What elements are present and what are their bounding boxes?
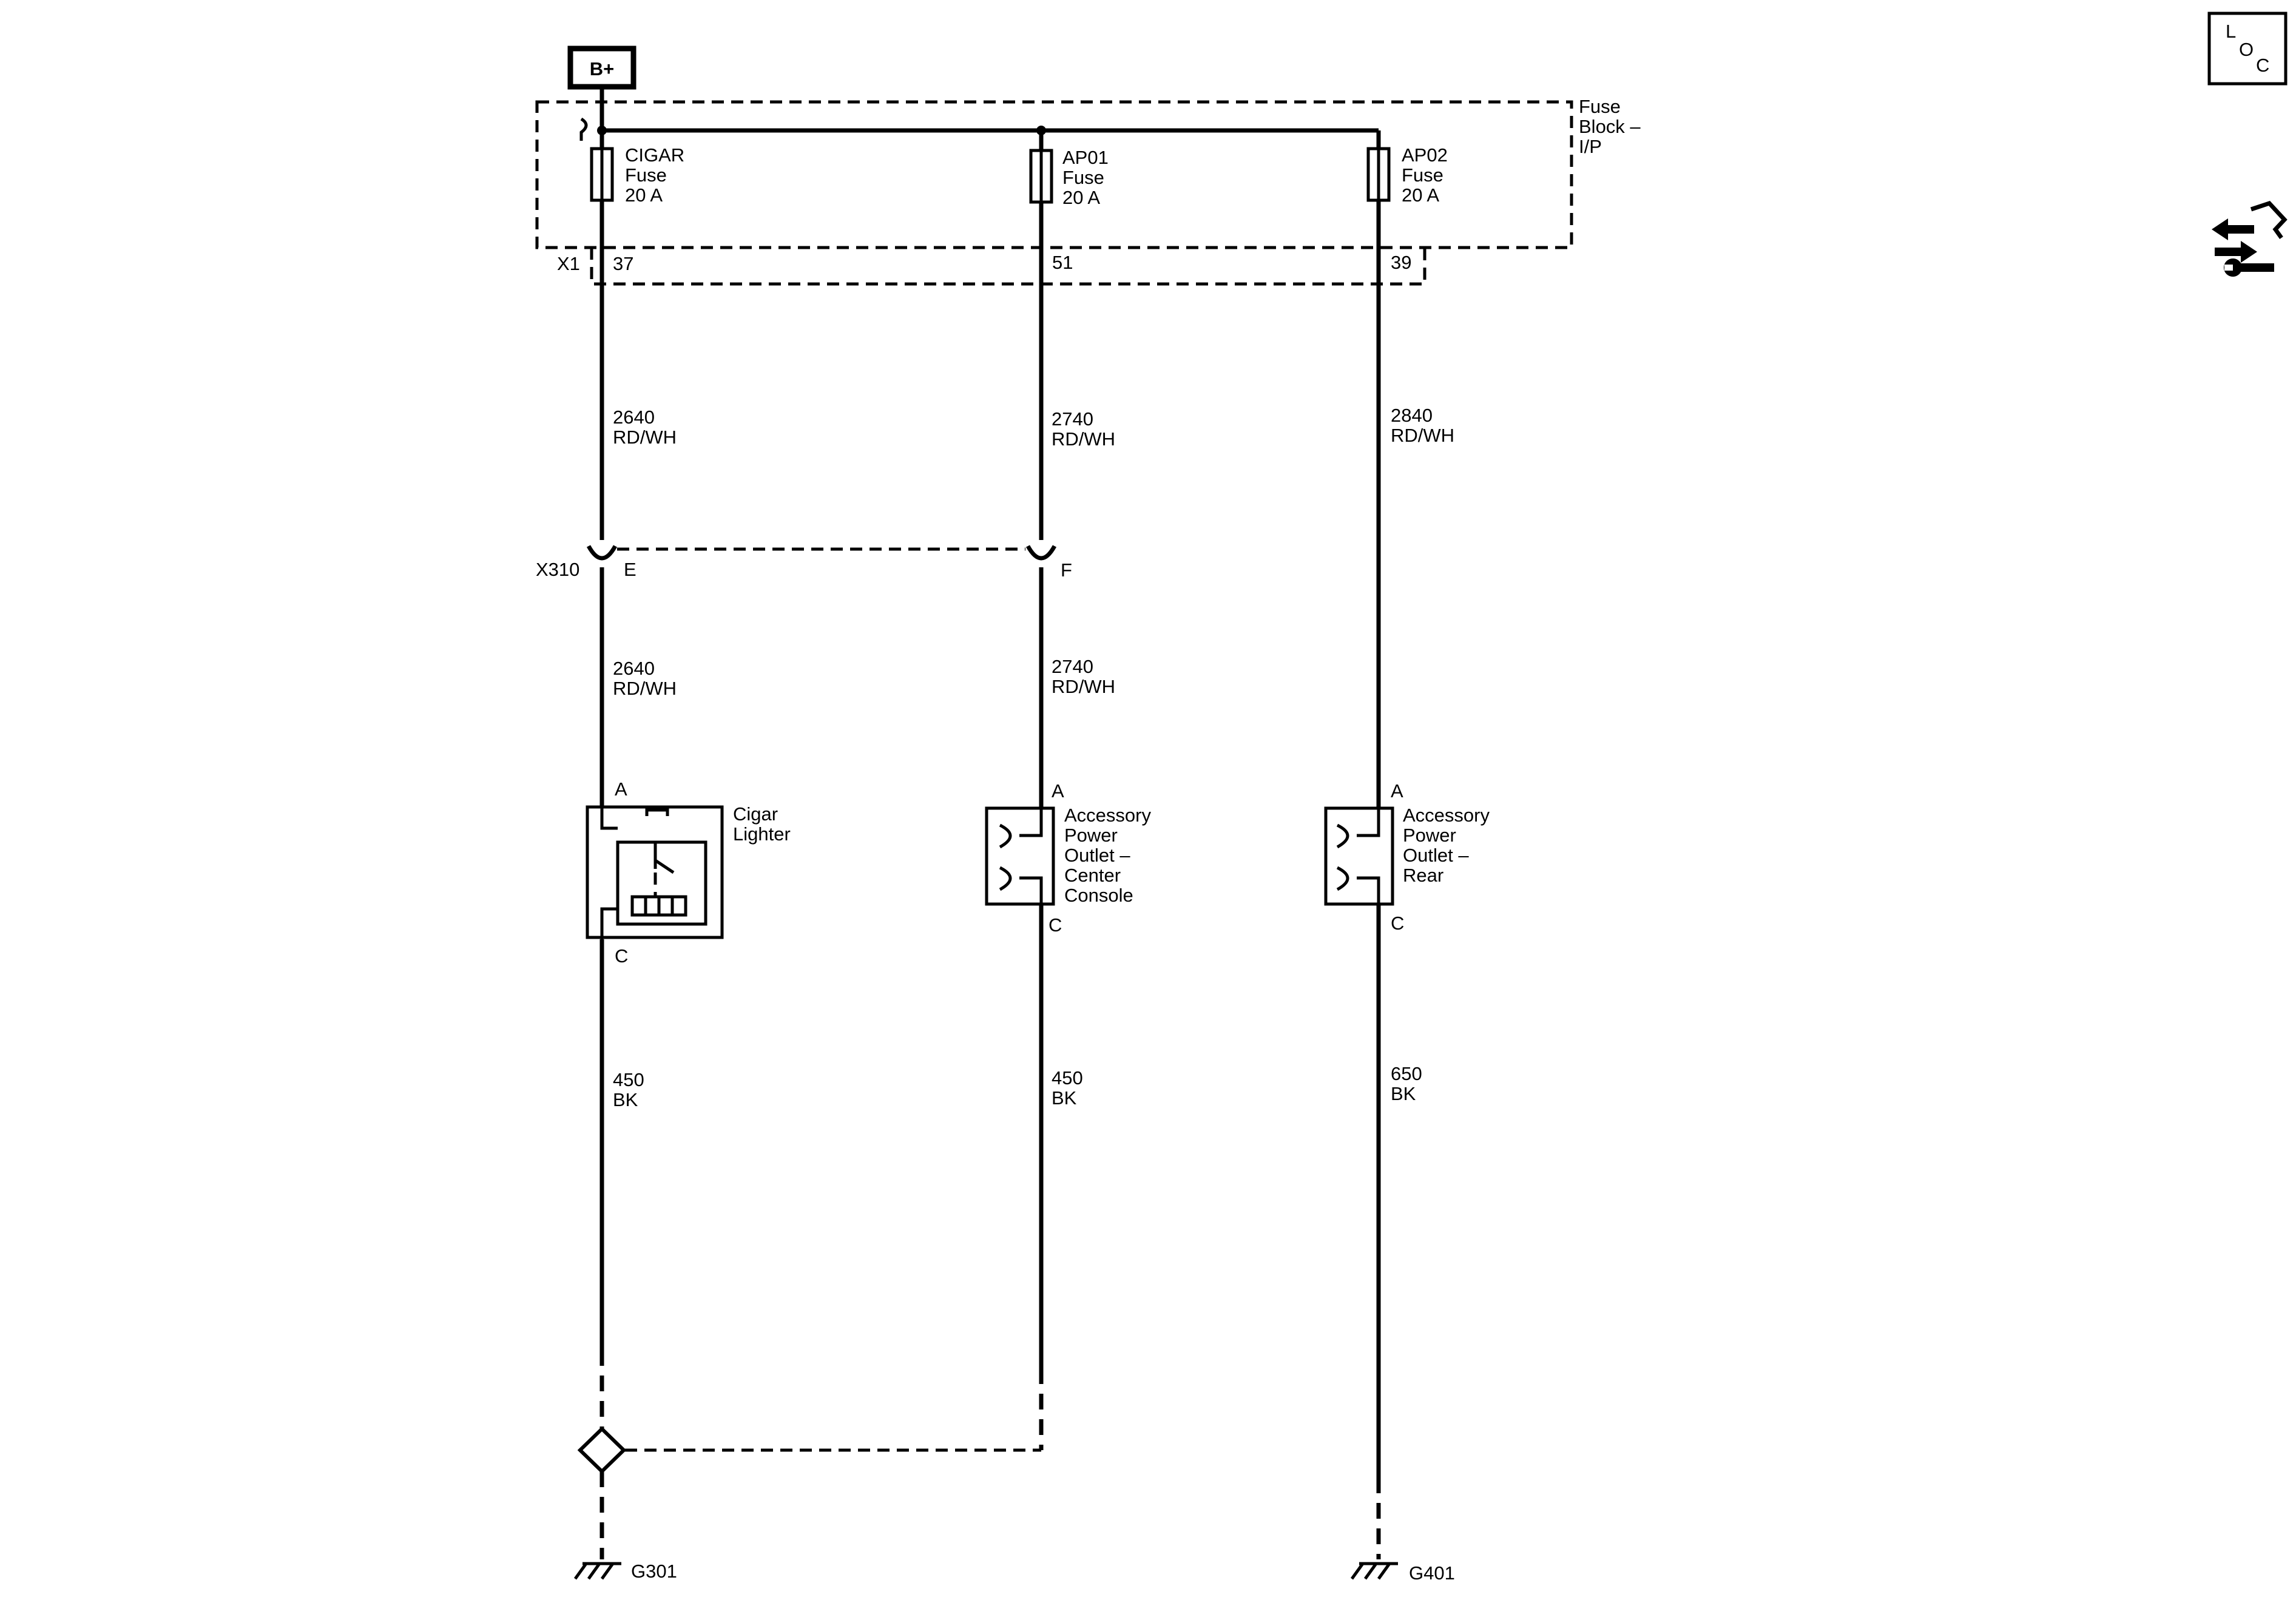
fuse-block-name-3: I/P (1579, 136, 1602, 157)
outlet-rear-pin-c: C (1391, 913, 1404, 934)
upper-wire-labels: 2640 RD/WH 2740 RD/WH 2840 RD/WH (613, 405, 1454, 450)
ground-symbol-g401 (1350, 1562, 1398, 1580)
outlet-rear-name-1: Accessory (1403, 805, 1490, 826)
wire-upper-1-color: RD/WH (613, 427, 677, 448)
cigar-lighter-pin-c: C (615, 945, 628, 967)
wire-middle-2-color: RD/WH (1052, 676, 1115, 697)
fuse-cigar-line-2: Fuse (625, 164, 667, 186)
fuse-ap01-line-3: 20 A (1062, 187, 1100, 208)
location-icon[interactable]: L O C (2207, 12, 2288, 86)
wire-lower-2-circuit: 450 (1052, 1067, 1083, 1089)
wire-upper-3-color: RD/WH (1391, 425, 1454, 446)
loc-letter-o: O (2239, 39, 2254, 60)
outlet-rear-name-2: Power (1403, 825, 1456, 846)
fuse-ap01-line-1: AP01 (1062, 147, 1109, 168)
outlet-rear: A Accessory Power Outlet – Rear C (1324, 780, 1490, 934)
middle-wire-labels: 2640 RD/WH 2740 RD/WH (613, 656, 1115, 699)
wire-upper-2-circuit: 2740 (1052, 408, 1093, 430)
fuse-ap01-pin: 51 (1052, 252, 1073, 273)
loc-letter-l: L (2226, 21, 2236, 42)
cigar-lighter-name-2: Lighter (733, 823, 791, 845)
fuse-block: Fuse Block – I/P X1 (535, 96, 1641, 286)
x310-pin-e: E (624, 559, 636, 580)
wire-lower-3-circuit: 650 (1391, 1063, 1422, 1084)
ground-label-g401: G401 (1409, 1562, 1455, 1584)
outlet-center-name-5: Console (1064, 885, 1133, 906)
inline-connector-x310: X310 E F (536, 545, 1072, 581)
cigar-lighter: A Cigar Lighter C (586, 778, 791, 967)
fuse-block-connector: X1 (557, 253, 580, 274)
wire-middle-1-color: RD/WH (613, 678, 677, 699)
ground-label-g301: G301 (631, 1561, 677, 1582)
fuse-ap02-pin: 39 (1391, 252, 1411, 273)
fuse-ap01-line-2: Fuse (1062, 167, 1104, 188)
wire-lower-1-circuit: 450 (613, 1069, 644, 1090)
outlet-center-console: A Accessory Power Outlet – Center Consol… (985, 780, 1151, 936)
loc-letter-c: C (2256, 55, 2269, 76)
outlet-center-pin-c: C (1048, 914, 1062, 936)
arrows-wrench-icon[interactable] (2212, 200, 2288, 277)
outlet-rear-pin-a: A (1391, 780, 1403, 802)
outlet-center-name-2: Power (1064, 825, 1118, 846)
fuse-block-name-1: Fuse (1579, 96, 1621, 117)
lower-wire-labels: 450 BK 450 BK 650 BK (613, 1063, 1422, 1110)
fuse-cigar-pin: 37 (613, 253, 633, 274)
fuse-ap02-line-2: Fuse (1402, 164, 1443, 186)
outlet-center-pin-a: A (1052, 780, 1064, 802)
power-source: B+ (567, 46, 636, 130)
outlet-rear-name-3: Outlet – (1403, 845, 1469, 866)
x310-name: X310 (536, 559, 579, 580)
wire-lower-3-color: BK (1391, 1083, 1416, 1104)
wire-lower-2-color: BK (1052, 1087, 1077, 1109)
wire-lower-1-color: BK (613, 1089, 638, 1110)
fuse-ap01: AP01 Fuse 20 A 51 (1029, 147, 1109, 273)
cigar-lighter-pin-a: A (615, 778, 627, 800)
ground-g301: G301 (573, 1350, 1044, 1582)
wire-middle-1-circuit: 2640 (613, 658, 655, 679)
ground-g401: G401 (1350, 1477, 1455, 1584)
wire-lines (599, 130, 1381, 1477)
wire-upper-3-circuit: 2840 (1391, 405, 1433, 426)
wire-upper-2-color: RD/WH (1052, 428, 1115, 450)
outlet-center-name-3: Outlet – (1064, 845, 1130, 866)
fuse-cigar-line-3: 20 A (625, 184, 663, 206)
outlet-rear-name-4: Rear (1403, 865, 1443, 886)
wire-middle-2-circuit: 2740 (1052, 656, 1093, 677)
power-source-label: B+ (590, 58, 615, 79)
ground-symbol-g301 (573, 1562, 621, 1580)
fuse-block-name-2: Block – (1579, 116, 1641, 137)
outlet-center-name-4: Center (1064, 865, 1121, 886)
fuse-cigar: CIGAR Fuse 20 A 37 (590, 144, 684, 274)
wire-upper-1-circuit: 2640 (613, 407, 655, 428)
cigar-lighter-name-1: Cigar (733, 803, 778, 825)
x310-pin-f: F (1061, 559, 1072, 581)
outlet-center-name-1: Accessory (1064, 805, 1151, 826)
fuse-ap02-line-1: AP02 (1402, 144, 1448, 166)
fuse-cigar-line-1: CIGAR (625, 144, 684, 166)
fuse-ap02-line-3: 20 A (1402, 184, 1439, 206)
